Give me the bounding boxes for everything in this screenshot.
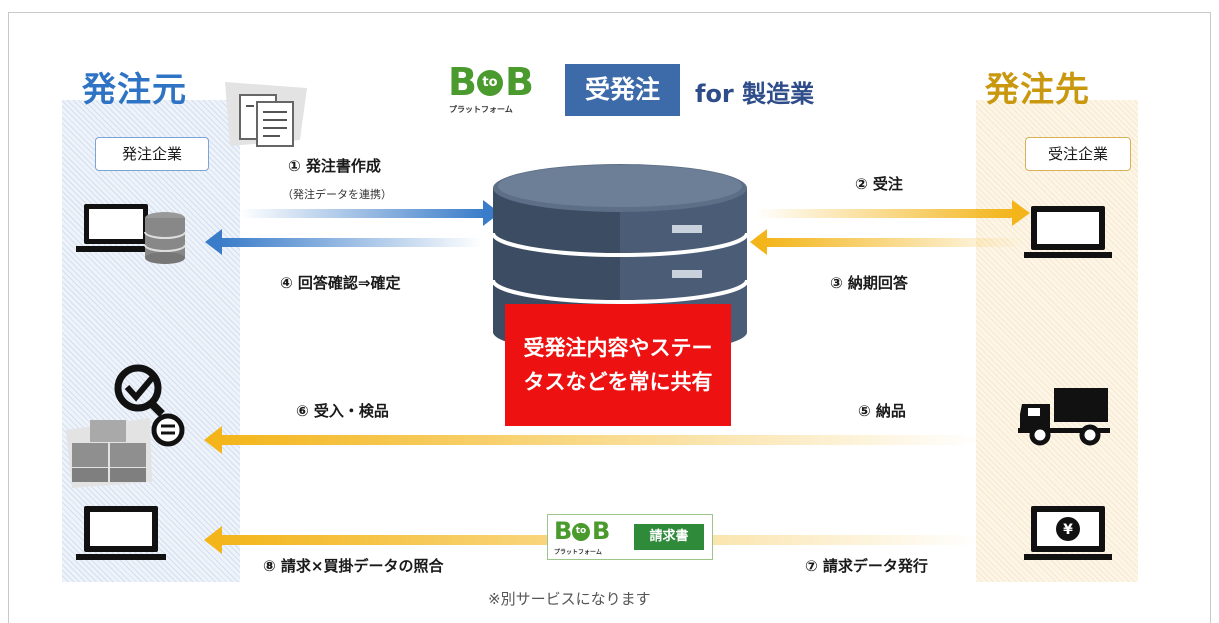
invoice-logo-b-right: B xyxy=(592,517,611,545)
truck-icon xyxy=(1018,388,1110,446)
step-3-label: ③ 納期回答 xyxy=(830,274,908,292)
step-2-label: ② 受注 xyxy=(855,175,903,193)
invoice-logo-to-badge: to xyxy=(572,523,590,541)
supplier-panel xyxy=(976,100,1138,582)
supplier-laptop-icon xyxy=(1024,206,1112,258)
orderer-panel xyxy=(62,100,240,582)
orderer-company-box: 発注企業 xyxy=(95,137,209,171)
inspection-icon xyxy=(114,364,185,447)
step-1-sublabel: （発注データを連携） xyxy=(282,188,392,201)
packages-icon xyxy=(66,418,152,488)
logo-to-badge: to xyxy=(477,70,503,96)
supplier-company-box: 受注企業 xyxy=(1025,137,1131,171)
step-7-label: ⑦ 請求データ発行 xyxy=(805,557,928,575)
yen-laptop-icon: ¥ xyxy=(1024,506,1112,560)
laptop-server-icon xyxy=(76,204,186,264)
logo-subtitle: プラットフォーム xyxy=(449,105,513,114)
header-suffix: for 製造業 xyxy=(695,80,815,108)
separate-service-note: ※別サービスになります xyxy=(488,590,651,608)
logo-b-right: B xyxy=(505,60,534,104)
supplier-title: 発注先 xyxy=(985,70,1090,110)
arrow-platform-to-supplier xyxy=(755,200,1030,226)
step-6-label: ⑥ 受入・検品 xyxy=(296,402,389,420)
invoice-badge: B to B プラットフォーム 請求書 xyxy=(547,514,713,560)
step-4-label: ④ 回答確認⇒確定 xyxy=(280,274,401,292)
orderer-title: 発注元 xyxy=(82,70,187,110)
logo-b-left: B xyxy=(448,60,477,104)
invoice-logo-b-left: B xyxy=(554,517,573,545)
svg-text:¥: ¥ xyxy=(1063,522,1073,538)
step-5-label: ⑤ 納品 xyxy=(858,402,906,420)
arrow-order-to-platform xyxy=(240,200,500,226)
header-title: 受発注 xyxy=(565,64,680,116)
documents-icon xyxy=(225,82,307,147)
arrow-supplier-to-platform xyxy=(750,229,1025,255)
arrow-delivery xyxy=(204,426,980,454)
invoice-label: 請求書 xyxy=(634,524,704,550)
invoice-logo-subtitle: プラットフォーム xyxy=(554,549,602,556)
step-1-label: ① 発注書作成 xyxy=(288,157,381,175)
arrow-platform-to-order xyxy=(205,229,482,255)
shared-status-box: 受発注内容やステータスなどを常に共有 xyxy=(505,304,731,426)
orderer-laptop-icon xyxy=(76,506,166,560)
step-8-label: ⑧ 請求×買掛データの照合 xyxy=(263,557,444,575)
